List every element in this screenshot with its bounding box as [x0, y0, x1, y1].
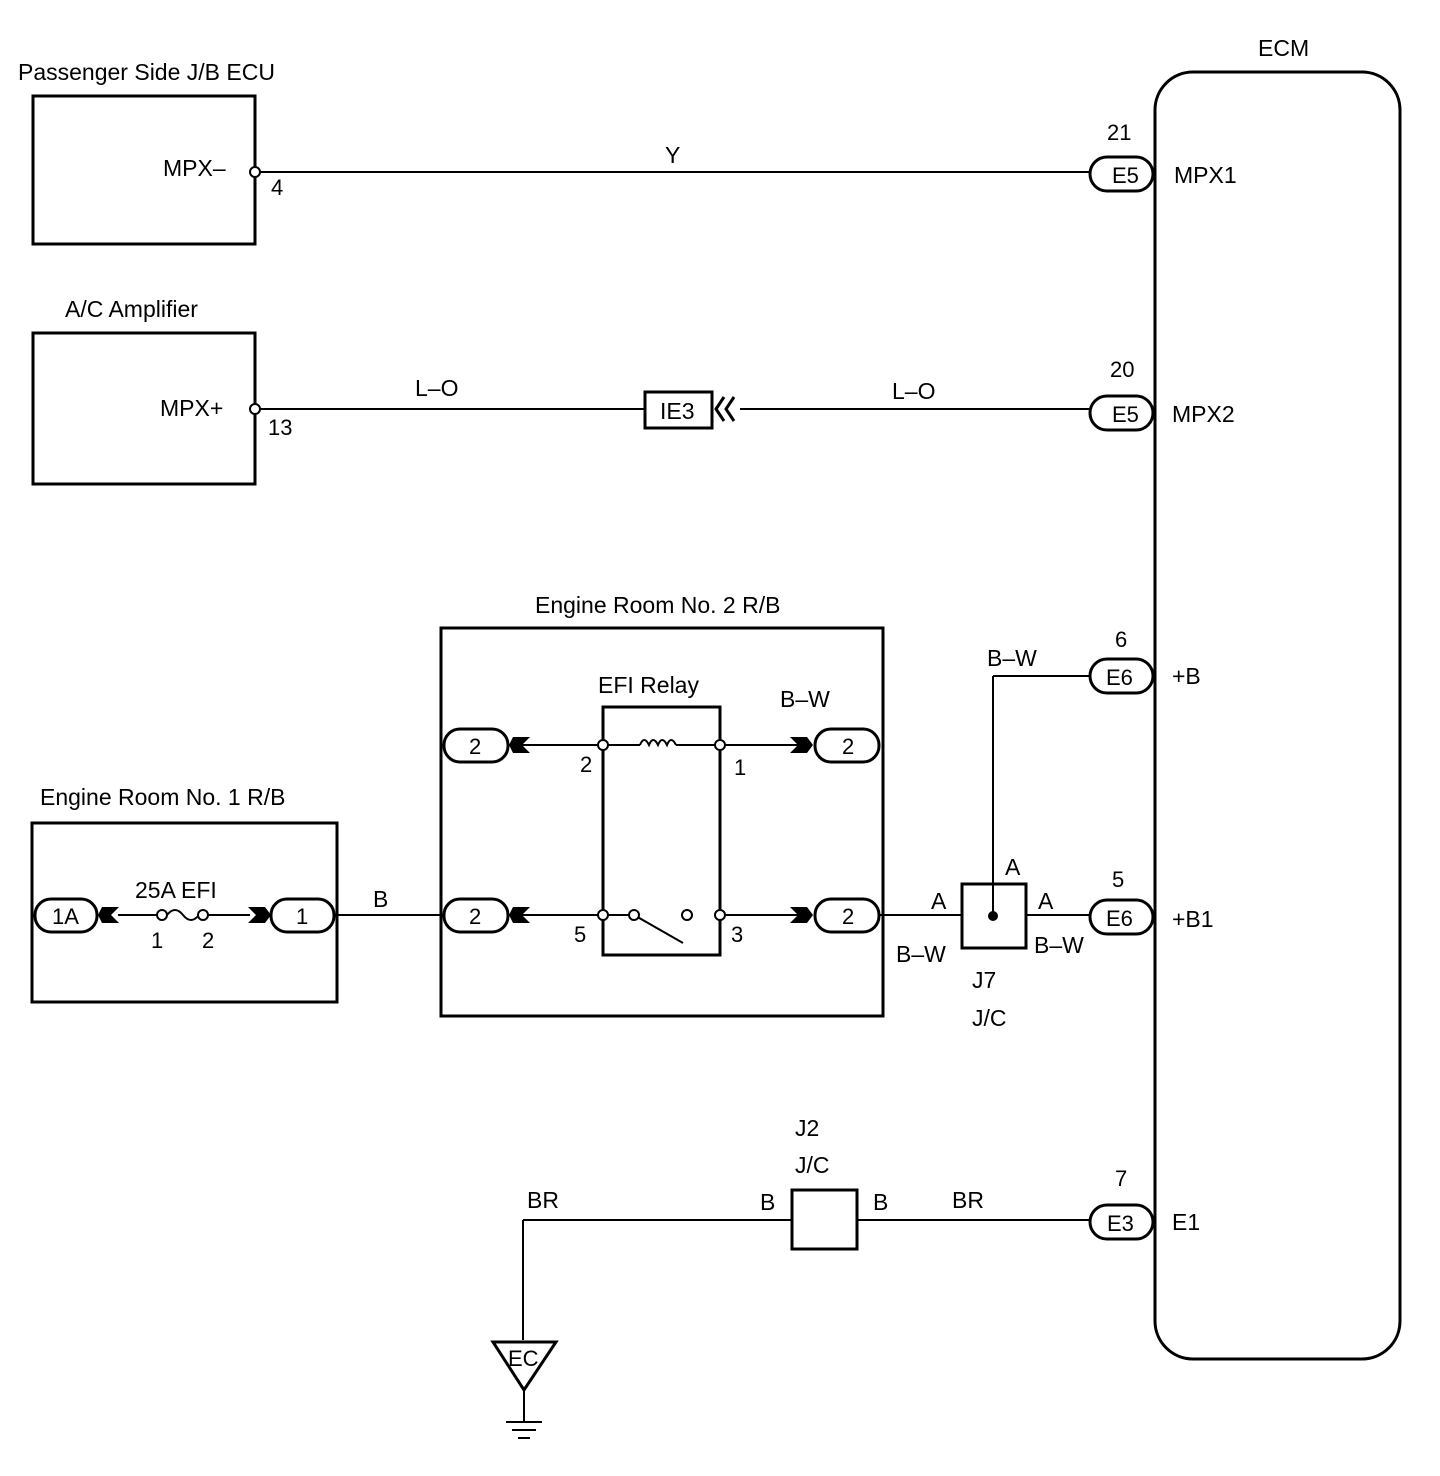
wire-color-b: B [373, 886, 388, 912]
ecm-terminal-e1: E3 7 E1 [1088, 1166, 1200, 1241]
efi-relay-title: EFI Relay [598, 672, 699, 698]
ecm-terminal-mpx1: E5 21 MPX1 [1088, 120, 1237, 193]
er2-connector-bot-right: 2 [790, 897, 881, 934]
wire-color-relay-bw: B–W [780, 686, 830, 712]
wire-color-br-right: BR [952, 1187, 984, 1213]
ecm-title: ECM [1258, 35, 1309, 61]
relay-pin-1: 1 [734, 755, 746, 780]
svg-text:2: 2 [842, 904, 854, 929]
svg-text:2: 2 [469, 734, 481, 759]
svg-text:2: 2 [469, 904, 481, 929]
ecm-name-plus-b: +B [1172, 663, 1201, 689]
ecm-pin-20: 20 [1110, 357, 1134, 382]
er2-connector-bot-left: 2 [442, 897, 530, 934]
relay-pin-5: 5 [574, 922, 586, 947]
er1-conn-1: 1 [296, 904, 308, 929]
passenger-jb-pin: 4 [271, 175, 283, 200]
passenger-jb-title: Passenger Side J/B ECU [18, 59, 275, 85]
engine-room-1-rb: Engine Room No. 1 R/B 1A 1 25A EFI 1 2 [30, 784, 339, 1004]
ecm-terminal-plus-b: E6 6 +B [1088, 627, 1201, 695]
wire-color-lo-left: L–O [415, 375, 458, 401]
wire-color-y: Y [665, 142, 680, 168]
svg-text:2: 2 [842, 734, 854, 759]
j7-bw-right: B–W [1034, 932, 1084, 958]
er2-connector-top-left: 2 [442, 727, 530, 764]
wire-mpx-minus: Y [249, 142, 1090, 178]
ecm-name-plus-b1: +B1 [1172, 906, 1214, 932]
connector-ie3: IE3 [643, 390, 736, 430]
j7-a-right: A [1038, 888, 1054, 914]
j2-id: J2 [795, 1115, 819, 1141]
connector-ie3-label: IE3 [660, 398, 695, 424]
passenger-jb-ecu: Passenger Side J/B ECU MPX– 4 [18, 59, 283, 246]
wire-color-lo-right: L–O [892, 378, 935, 404]
er2-title: Engine Room No. 2 R/B [535, 592, 780, 618]
ecm-terminal-mpx2: E5 20 MPX2 [1088, 357, 1235, 432]
ecm-conn-e5-a: E5 [1112, 163, 1139, 188]
j7-type: J/C [972, 1005, 1007, 1031]
ac-amp-pin: 13 [268, 415, 292, 440]
ac-amplifier: A/C Amplifier MPX+ 13 [31, 296, 292, 486]
ecm-terminal-plus-b1: E6 5 +B1 [1088, 867, 1214, 936]
ecm: ECM [1153, 35, 1402, 1361]
j2-type: J/C [795, 1152, 830, 1178]
ecm-conn-e3: E3 [1107, 1211, 1134, 1236]
j7-bw-left: B–W [896, 941, 946, 967]
er1-conn-1a: 1A [52, 904, 79, 929]
j2-b-right: B [873, 1189, 888, 1215]
passenger-jb-terminal: MPX– [163, 155, 226, 181]
ecm-conn-e6-a: E6 [1106, 665, 1133, 690]
ecm-pin-5: 5 [1112, 867, 1124, 892]
er1-title: Engine Room No. 1 R/B [40, 784, 285, 810]
j7-id: J7 [972, 967, 996, 993]
ecm-pin-21: 21 [1107, 120, 1131, 145]
j7-a-top: A [1005, 854, 1021, 880]
ecm-name-mpx2: MPX2 [1172, 401, 1235, 427]
j7-junction: B–W A A A B–W B–W J7 J/C [879, 645, 1090, 1031]
ecm-pin-7: 7 [1115, 1166, 1127, 1191]
ground-ec: EC [490, 1340, 559, 1439]
efi-relay: EFI Relay 2 1 5 3 [509, 672, 810, 957]
wire-color-plus-b: B–W [987, 645, 1037, 671]
relay-pin-2: 2 [580, 752, 592, 777]
wire-er1-er2: B [334, 886, 444, 916]
er1-fuse: 25A EFI [135, 877, 217, 903]
wire-color-br-left: BR [527, 1187, 559, 1213]
ac-amp-terminal: MPX+ [160, 395, 223, 421]
wire-mpx-plus: L–O L–O IE3 [249, 375, 1090, 430]
j2-junction: J2 J/C B B BR BR [522, 1115, 1090, 1340]
ecm-conn-e6-b: E6 [1106, 906, 1133, 931]
engine-room-2-rb: Engine Room No. 2 R/B EFI Relay 2 1 5 3 … [439, 592, 885, 1018]
j2-b-left: B [760, 1189, 775, 1215]
ground-label: EC [508, 1346, 539, 1371]
er1-fuse-pin-2: 2 [202, 928, 214, 953]
er1-fuse-pin-1: 1 [151, 928, 163, 953]
ecm-conn-e5-b: E5 [1112, 402, 1139, 427]
j7-a-left: A [931, 888, 947, 914]
ecm-name-e1: E1 [1172, 1209, 1200, 1235]
ecm-name-mpx1: MPX1 [1174, 162, 1237, 188]
ac-amp-title: A/C Amplifier [65, 296, 198, 322]
relay-pin-3: 3 [731, 922, 743, 947]
er2-connector-top-right: 2 [790, 727, 881, 764]
ecm-pin-6: 6 [1115, 627, 1127, 652]
